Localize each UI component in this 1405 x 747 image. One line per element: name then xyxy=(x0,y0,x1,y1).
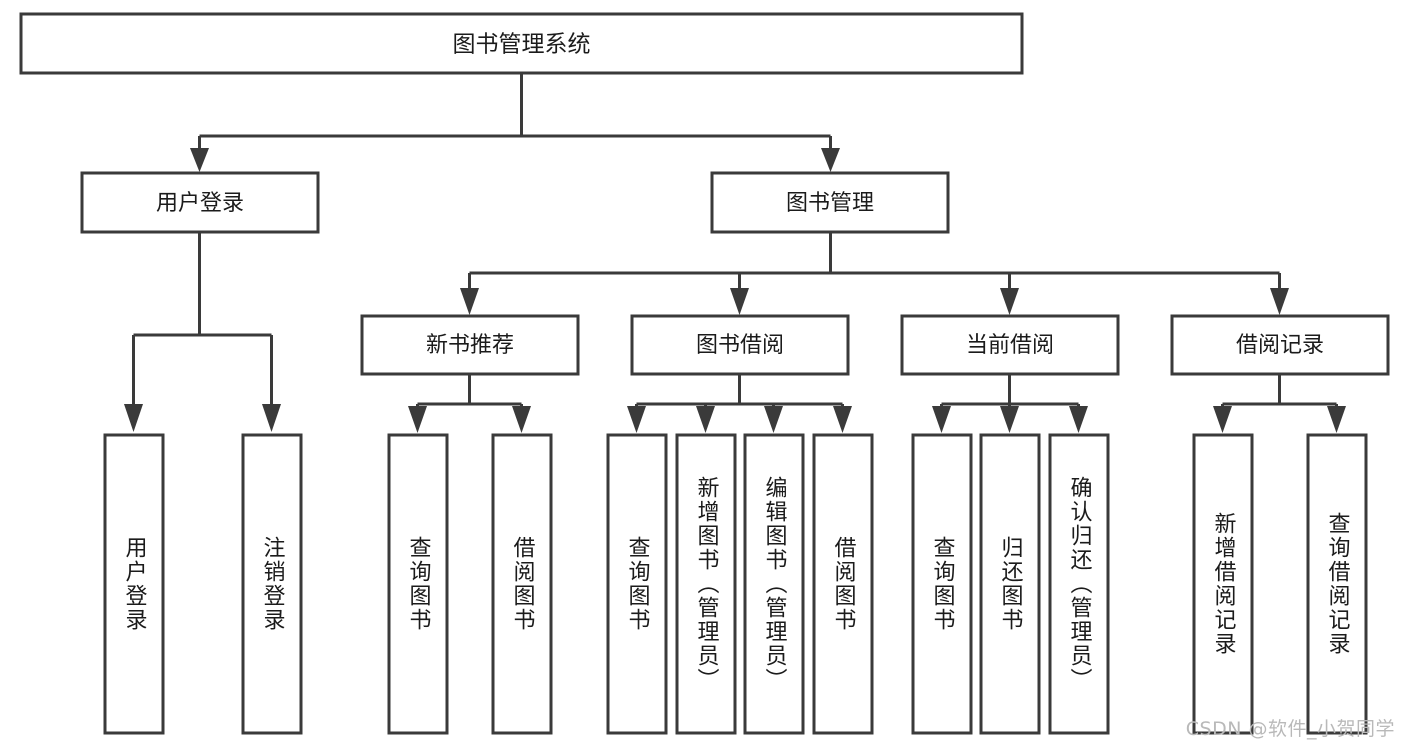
arrow-head-leaf-query-book-3 xyxy=(932,406,951,433)
node-leaf-confirm-return[interactable]: 确认归还（管理员） xyxy=(1048,433,1110,735)
node-leaf-borrow-book-1[interactable]: 借阅图书 xyxy=(491,433,553,735)
node-root[interactable]: 图书管理系统 xyxy=(19,12,1024,75)
node-book-borrow[interactable]: 图书借阅 xyxy=(630,314,850,376)
node-leaf-query-book-1-label: 查询图书 xyxy=(406,536,432,632)
arrow-head-leaf-borrow-book-2 xyxy=(833,406,852,433)
node-leaf-add-record[interactable]: 新增借阅记录 xyxy=(1192,433,1254,735)
node-leaf-borrow-book-1-label: 借阅图书 xyxy=(510,536,536,632)
node-user-login-box[interactable] xyxy=(80,171,320,234)
node-leaf-query-record-box[interactable] xyxy=(1306,433,1368,735)
node-root-label: 图书管理系统 xyxy=(453,32,591,58)
node-leaf-user-logout[interactable]: 注销登录 xyxy=(241,433,303,735)
node-current-borrow-box[interactable] xyxy=(900,314,1120,376)
node-leaf-edit-book-box[interactable] xyxy=(743,433,805,735)
arrow-head-new-book-recommend xyxy=(460,288,479,315)
node-current-borrow-label: 当前借阅 xyxy=(966,333,1054,358)
node-leaf-query-record-label: 查询借阅记录 xyxy=(1325,512,1351,656)
node-leaf-return-book-label: 归还图书 xyxy=(998,536,1024,632)
node-leaf-add-book-label: 新增图书（管理员） xyxy=(694,476,720,692)
node-book-management-box[interactable] xyxy=(710,171,950,234)
arrow-head-leaf-add-record xyxy=(1213,406,1232,433)
node-leaf-user-logout-label: 注销登录 xyxy=(260,536,286,632)
node-leaf-return-book-box[interactable] xyxy=(979,433,1041,735)
arrow-head-book-management xyxy=(821,148,840,172)
node-current-borrow[interactable]: 当前借阅 xyxy=(900,314,1120,376)
node-leaf-query-book-2-label: 查询图书 xyxy=(625,536,651,632)
arrow-head-leaf-borrow-book-1 xyxy=(512,406,531,433)
node-leaf-edit-book[interactable]: 编辑图书（管理员） xyxy=(743,433,805,735)
node-new-book-recommend[interactable]: 新书推荐 xyxy=(360,314,580,376)
arrow-head-leaf-query-record xyxy=(1327,406,1346,433)
arrow-head-leaf-return-book xyxy=(1000,406,1019,433)
node-leaf-query-record[interactable]: 查询借阅记录 xyxy=(1306,433,1368,735)
node-leaf-user-logout-box[interactable] xyxy=(241,433,303,735)
arrow-head-borrow-record xyxy=(1270,288,1289,315)
node-book-borrow-box[interactable] xyxy=(630,314,850,376)
node-borrow-record[interactable]: 借阅记录 xyxy=(1170,314,1390,376)
node-leaf-query-book-2[interactable]: 查询图书 xyxy=(606,433,668,735)
node-leaf-add-book-box[interactable] xyxy=(675,433,737,735)
node-leaf-edit-book-label: 编辑图书（管理员） xyxy=(762,476,788,692)
node-new-book-recommend-label: 新书推荐 xyxy=(426,333,514,358)
node-leaf-add-record-box[interactable] xyxy=(1192,433,1254,735)
arrow-head-current-borrow xyxy=(1000,288,1019,315)
node-leaf-borrow-book-1-box[interactable] xyxy=(491,433,553,735)
node-book-management-label: 图书管理 xyxy=(786,191,874,216)
arrow-head-book-borrow xyxy=(730,288,749,315)
node-leaf-add-record-label: 新增借阅记录 xyxy=(1211,512,1237,656)
node-leaf-user-login-label: 用户登录 xyxy=(122,536,148,632)
arrow-head-leaf-confirm-return xyxy=(1069,406,1088,433)
arrow-head-leaf-add-book xyxy=(696,406,715,433)
node-leaf-user-login-box[interactable] xyxy=(103,433,165,735)
node-leaf-query-book-2-box[interactable] xyxy=(606,433,668,735)
arrow-head-leaf-edit-book xyxy=(764,406,783,433)
node-leaf-confirm-return-box[interactable] xyxy=(1048,433,1110,735)
node-leaf-borrow-book-2[interactable]: 借阅图书 xyxy=(812,433,874,735)
node-leaf-query-book-3-box[interactable] xyxy=(911,433,973,735)
node-book-management[interactable]: 图书管理 xyxy=(710,171,950,234)
node-leaf-confirm-return-label: 确认归还（管理员） xyxy=(1067,476,1093,692)
arrow-head-leaf-query-book-1 xyxy=(408,406,427,433)
node-book-borrow-label: 图书借阅 xyxy=(696,333,784,358)
arrow-head-leaf-query-book-2 xyxy=(627,406,646,433)
node-leaf-query-book-3[interactable]: 查询图书 xyxy=(911,433,973,735)
node-user-login[interactable]: 用户登录 xyxy=(80,171,320,234)
node-new-book-recommend-box[interactable] xyxy=(360,314,580,376)
node-borrow-record-box[interactable] xyxy=(1170,314,1390,376)
node-leaf-return-book[interactable]: 归还图书 xyxy=(979,433,1041,735)
node-leaf-user-login[interactable]: 用户登录 xyxy=(103,433,165,735)
node-leaf-query-book-3-label: 查询图书 xyxy=(930,536,956,632)
connector-layer xyxy=(124,73,1346,433)
node-leaf-query-book-1[interactable]: 查询图书 xyxy=(387,433,449,735)
node-leaf-add-book[interactable]: 新增图书（管理员） xyxy=(675,433,737,735)
node-leaf-borrow-book-2-box[interactable] xyxy=(812,433,874,735)
arrow-head-leaf-user-logout xyxy=(262,404,281,432)
node-leaf-query-book-1-box[interactable] xyxy=(387,433,449,735)
arrow-head-user-login xyxy=(190,148,209,172)
node-root-box[interactable] xyxy=(19,12,1024,75)
node-borrow-record-label: 借阅记录 xyxy=(1236,333,1324,358)
arrow-head-leaf-user-login xyxy=(124,404,143,432)
node-user-login-label: 用户登录 xyxy=(156,191,244,216)
node-leaf-borrow-book-2-label: 借阅图书 xyxy=(831,536,857,632)
